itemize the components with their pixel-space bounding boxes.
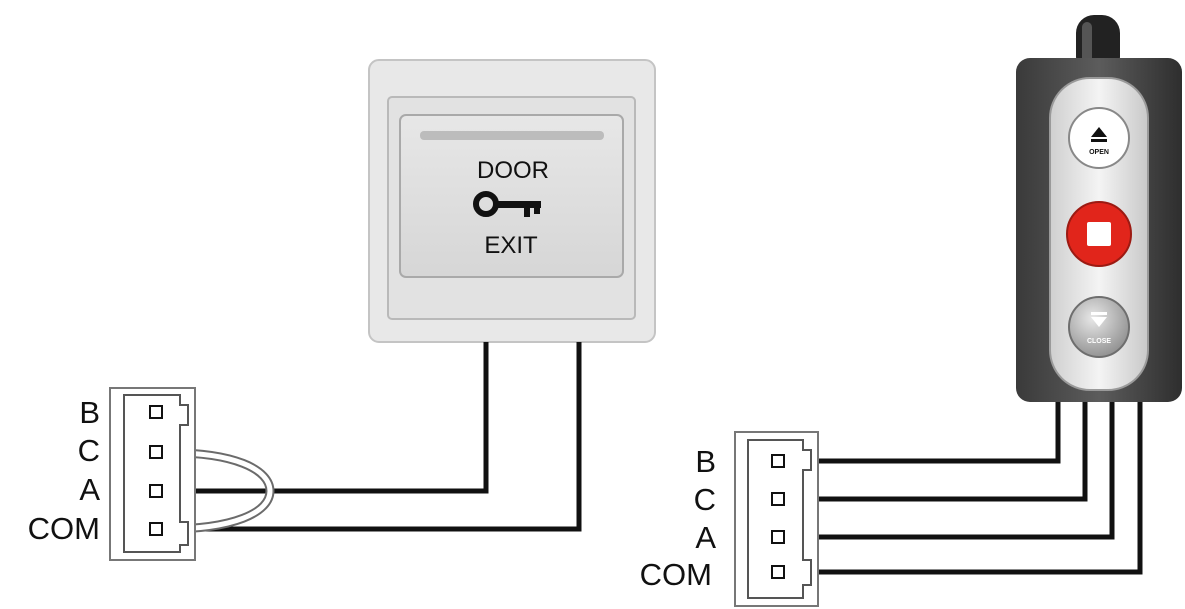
right-pin-b: B [695,444,716,479]
close-label: CLOSE [1087,338,1111,345]
left-pin-b: B [79,395,100,430]
right-pin-com: COM [640,557,712,592]
close-button [1068,296,1130,358]
door-label: DOOR [477,157,549,184]
left-pin-c: C [78,433,100,468]
right-pin-c: C [694,482,716,517]
key-icon [473,191,541,217]
door-exit-switch [368,59,656,343]
right-wires [778,402,1143,575]
left-wires [155,342,582,532]
open-label: OPEN [1089,149,1109,156]
left-pin-a: A [79,472,100,507]
left-pin-com: COM [28,511,100,546]
remote-control [1016,15,1182,402]
stop-button [1066,201,1132,267]
open-button [1068,107,1130,169]
exit-label: EXIT [484,232,538,259]
right-pin-a: A [695,520,716,555]
left-terminal-block [109,387,196,561]
right-terminal-block [734,431,819,607]
